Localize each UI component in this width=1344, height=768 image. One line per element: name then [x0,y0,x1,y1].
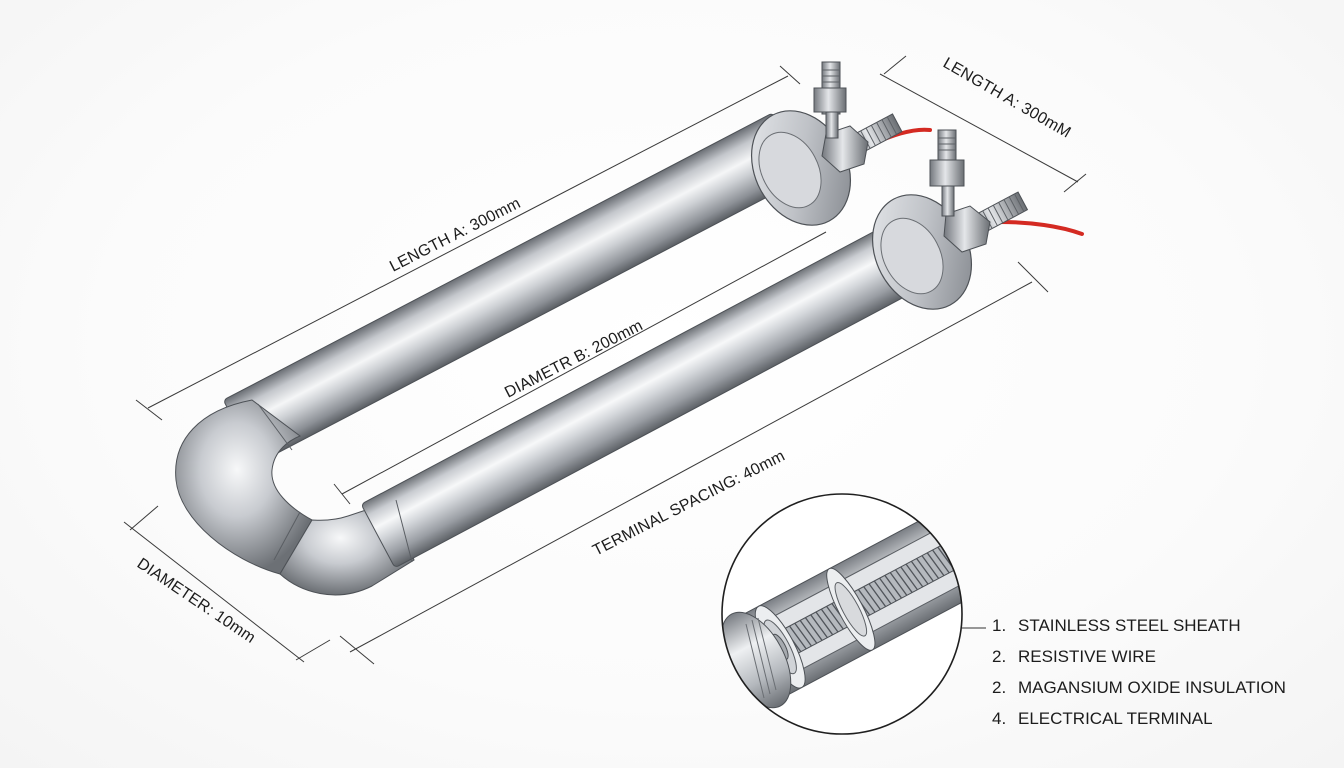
legend-item-resistive-wire: 2. RESISTIVE WIRE [992,641,1312,672]
legend-item-number: 4. [992,709,1007,728]
legend-item-insulation: 2. MAGANSIUM OXIDE INSULATION [992,672,1312,703]
legend-item-number: 1. [992,616,1007,635]
legend-item-number: 2. [992,678,1007,697]
heating-element-tube [175,110,924,596]
diameter-label: DIAMETER: 10mm [134,555,259,647]
electrical-terminal-front [929,129,1084,253]
legend-item-text: MAGANSIUM OXIDE INSULATION [1018,678,1286,697]
cutaway-inset [721,493,986,735]
legend-item-text: ELECTRICAL TERMINAL [1018,709,1213,728]
electrical-terminal-back [813,61,932,173]
legend-item-sheath: 1. STAINLESS STEEL SHEATH [992,610,1312,641]
legend-item-text: RESISTIVE WIRE [1018,647,1156,666]
legend-item-terminal: 4. ELECTRICAL TERMINAL [992,703,1312,734]
legend: 1. STAINLESS STEEL SHEATH 2. RESISTIVE WIR… [992,610,1312,734]
legend-item-text: STAINLESS STEEL SHEATH [1018,616,1241,635]
length-a-right-label: LENGTH A: 300mM [940,55,1074,142]
legend-item-number: 2. [992,647,1007,666]
dimension-lines [123,55,1087,665]
